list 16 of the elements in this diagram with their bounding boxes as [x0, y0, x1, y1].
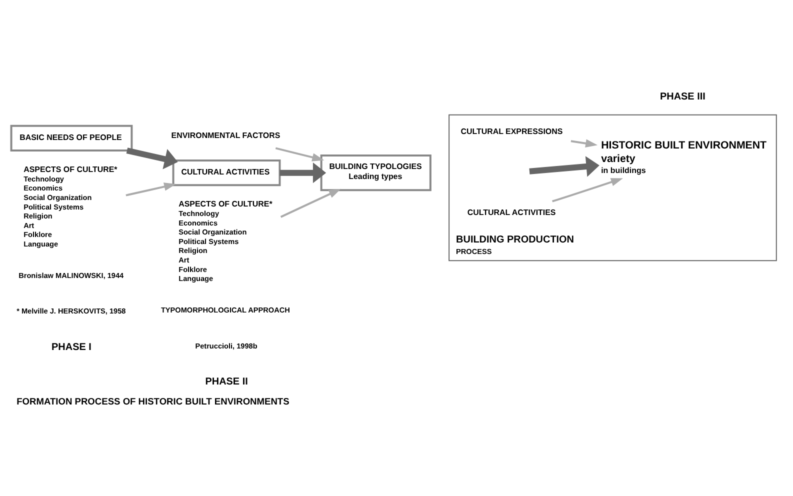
label: * Melville J. HERSKOVITS, 1958: [16, 306, 126, 316]
label: PHASE II: [205, 376, 248, 388]
arrow: [280, 162, 326, 184]
caption: FORMATION PROCESS OF HISTORIC BUILT ENVIRONMENTS: [16, 396, 290, 406]
label: TYPOMORPHOLOGICAL APPROACH: [160, 305, 290, 314]
arrow: [529, 156, 600, 177]
label: PHASE I: [52, 342, 92, 354]
arrow: [552, 178, 623, 202]
arrow: [126, 148, 178, 170]
arrow: [570, 139, 598, 148]
arrow: [280, 188, 341, 218]
arrow: [275, 147, 324, 162]
arrow: [126, 182, 176, 196]
label: Petruccioli, 1998b: [195, 341, 258, 350]
label: PHASE III: [660, 91, 706, 102]
label: Bronislaw MALINOWSKI, 1944: [18, 270, 124, 280]
